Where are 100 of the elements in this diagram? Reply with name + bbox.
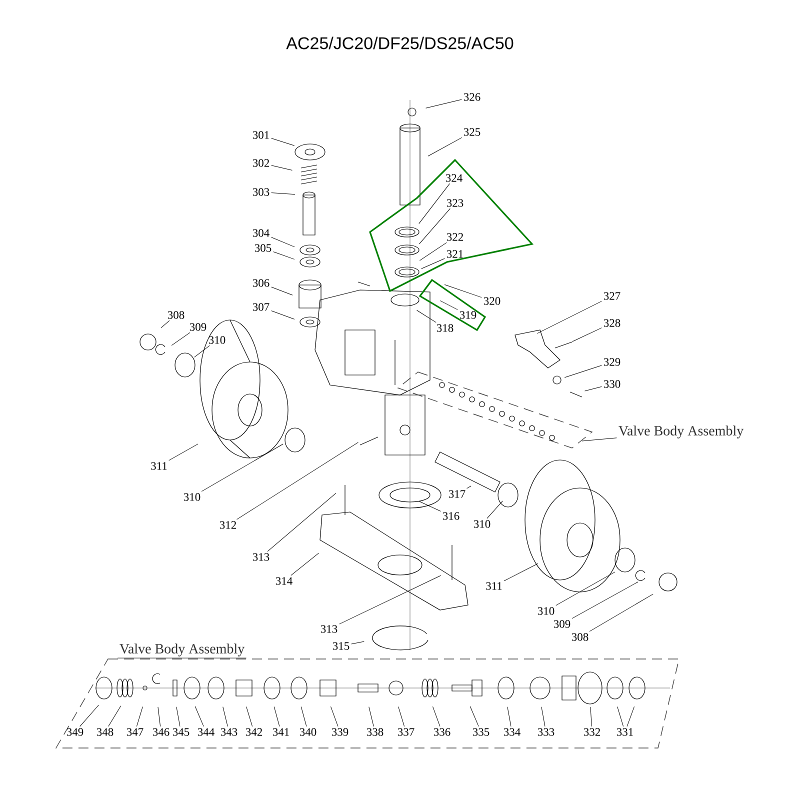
callout-number: 338 <box>366 728 384 736</box>
callout-number: 330 <box>604 380 620 388</box>
leader-line <box>271 165 292 170</box>
callout-number: 316 <box>442 512 460 520</box>
leader-line <box>419 208 450 244</box>
leader-line <box>428 137 462 156</box>
callout-number: 347 <box>126 728 144 736</box>
leader-line <box>236 442 358 520</box>
leader-line <box>271 138 295 146</box>
leader-line <box>572 582 638 619</box>
callout-number: 307 <box>252 303 270 311</box>
leader-line <box>271 310 295 320</box>
leader-line <box>158 706 161 727</box>
leader-line <box>486 500 503 519</box>
leader-line <box>541 706 546 727</box>
callout-number: 337 <box>398 728 414 736</box>
callout-number: 310 <box>474 520 490 528</box>
callout-number: 310 <box>538 607 554 615</box>
leader-line <box>419 242 447 261</box>
leader-line <box>470 706 479 727</box>
callout-number: 311 <box>486 582 502 590</box>
leader-line <box>194 706 204 727</box>
callout-number: 303 <box>252 188 270 196</box>
leader-line <box>201 444 284 492</box>
leader-line <box>271 192 296 195</box>
callout-number: 314 <box>276 577 292 585</box>
callout-number: 341 <box>272 728 289 736</box>
callout-number: 309 <box>554 620 570 628</box>
leader-line <box>418 183 450 224</box>
callout-number: 310 <box>208 336 226 344</box>
leader-line <box>507 706 512 727</box>
callout-number: 336 <box>434 728 450 736</box>
leader-line <box>351 641 364 644</box>
leader-line <box>168 444 198 461</box>
callout-number: 327 <box>604 292 620 300</box>
callout-number: 321 <box>446 250 463 258</box>
leader-line <box>582 438 617 442</box>
callout-number: 315 <box>332 642 350 650</box>
leader-line <box>421 258 445 270</box>
leader-line <box>398 706 405 727</box>
callout-number: 310 <box>184 493 200 501</box>
callout-number: 340 <box>300 728 316 736</box>
leader-line <box>626 706 635 727</box>
leader-line <box>368 706 374 727</box>
leader-line <box>339 575 442 624</box>
callout-number: 319 <box>460 311 476 319</box>
callout-number: 326 <box>464 93 480 101</box>
section-heading: Valve Body Assembly <box>120 644 245 656</box>
callout-number: 302 <box>252 159 269 167</box>
callout-number: 308 <box>168 311 184 319</box>
leader-line <box>590 706 592 727</box>
leader-line <box>267 492 336 552</box>
callout-number: 306 <box>252 279 270 287</box>
leader-line <box>426 99 462 108</box>
callout-number: 335 <box>472 728 490 736</box>
callout-number: 333 <box>538 728 554 736</box>
callout-number: 312 <box>220 521 236 529</box>
callout-number: 343 <box>220 728 238 736</box>
leader-line <box>274 706 280 727</box>
callout-number: 322 <box>446 233 463 241</box>
leader-line <box>536 300 602 334</box>
callout-number: 339 <box>332 728 348 736</box>
callout-number: 331 <box>616 728 633 736</box>
leader-line <box>416 310 436 323</box>
section-heading: Valve Body Assembly <box>618 426 744 438</box>
leader-line <box>556 572 616 606</box>
callout-number: 308 <box>572 633 588 641</box>
callout-number: 346 <box>152 728 170 736</box>
leader-line <box>466 486 472 489</box>
callout-number: 344 <box>198 728 214 736</box>
leader-line <box>432 706 440 727</box>
callout-number: 325 <box>464 128 480 136</box>
leader-line <box>171 332 190 346</box>
callout-number: 348 <box>96 728 114 736</box>
leader-line <box>246 706 253 727</box>
leader-line <box>330 706 338 727</box>
leader-line <box>504 563 538 582</box>
leader-line <box>271 286 293 296</box>
callout-number: 345 <box>172 728 190 736</box>
callout-number: 329 <box>604 358 620 366</box>
leader-line <box>136 706 143 727</box>
leader-line <box>290 552 320 576</box>
leader-line <box>444 284 482 298</box>
leader-line <box>440 300 458 310</box>
callout-number: 324 <box>446 174 462 182</box>
callout-number: 311 <box>151 462 167 470</box>
callout-number: 349 <box>66 728 84 736</box>
callout-number: 318 <box>436 324 454 332</box>
callout-number: 304 <box>252 229 270 237</box>
callout-number: 342 <box>246 728 262 736</box>
leader-line <box>194 345 210 358</box>
callout-number: 313 <box>252 553 270 561</box>
callout-number: 313 <box>320 625 338 633</box>
callout-number: 332 <box>584 728 600 736</box>
leader-line <box>271 237 295 248</box>
callout-number: 320 <box>484 297 500 305</box>
leader-line <box>273 251 295 260</box>
leader-line <box>584 386 602 392</box>
callout-number: 305 <box>254 244 272 252</box>
callout-number: 301 <box>252 131 269 139</box>
